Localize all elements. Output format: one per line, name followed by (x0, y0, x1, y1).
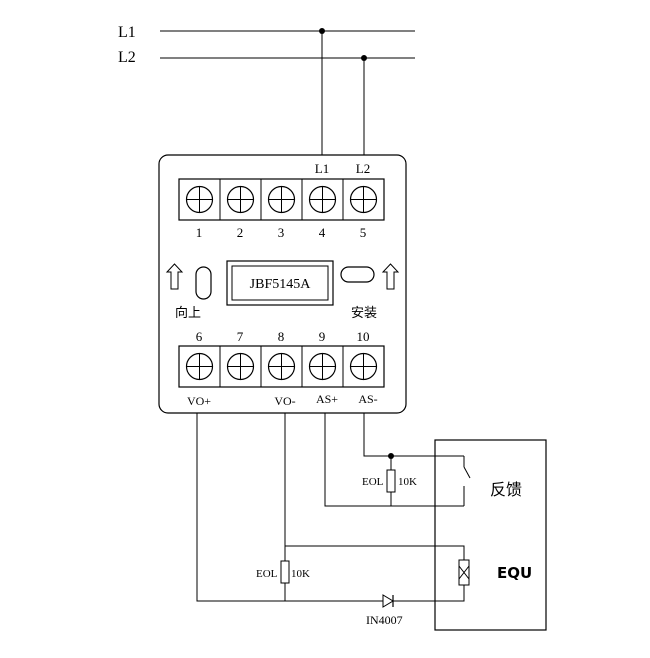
bottom-terminal-frame (178, 345, 385, 388)
install-label: 安装 (351, 306, 377, 321)
up-arrow-icon-left (165, 263, 184, 290)
vertical-mounting-slot (195, 266, 212, 300)
terminal-screw-1 (185, 185, 214, 214)
terminal-label-l2: L2 (356, 161, 370, 176)
terminal-label-l1: L1 (315, 161, 329, 176)
terminal-screw-10 (349, 352, 378, 381)
up-arrow-icon-right (381, 263, 400, 290)
output-eol-value: 10K (291, 568, 310, 580)
up-label: 向上 (175, 305, 201, 321)
terminal-number-10: 10 (357, 329, 370, 344)
terminal-number-5: 5 (360, 225, 367, 240)
diode-label: IN4007 (366, 613, 403, 627)
diode-icon (382, 594, 394, 608)
junction-dot-feedback (388, 453, 394, 459)
equipment-load-icon (458, 559, 470, 586)
terminal-screw-4 (308, 185, 337, 214)
terminal-screw-3 (267, 185, 296, 214)
equipment-label: EQU (497, 564, 532, 582)
wire-diode-to-load (393, 585, 465, 602)
terminal-screw-2 (226, 185, 255, 214)
terminal-number-7: 7 (237, 329, 244, 344)
wire-vo-plus (196, 413, 383, 602)
terminal-number-8: 8 (278, 329, 285, 344)
feedback-eol-label: EOL (362, 476, 384, 488)
bus-label-l1: L1 (118, 24, 136, 41)
power-bus: L1 L2 (118, 24, 415, 155)
terminal-number-6: 6 (196, 329, 203, 344)
output-eol-label: EOL (256, 568, 278, 580)
top-terminal-block (178, 178, 385, 221)
output-eol-resistor (280, 560, 290, 584)
feedback-eol-value: 10K (398, 476, 417, 488)
feedback-eol-resistor (386, 469, 396, 493)
terminal-label-vo-minus: VO- (274, 394, 295, 408)
terminal-screw-8 (267, 352, 296, 381)
bus-label-l2: L2 (118, 49, 136, 66)
terminal-label-vo-plus: VO+ (187, 394, 211, 408)
feedback-switch-blade (463, 466, 471, 479)
terminal-label-as-plus: AS+ (316, 392, 338, 406)
terminal-screw-5 (349, 185, 378, 214)
field-wiring (196, 413, 471, 602)
model-label: JBF5145A (250, 277, 312, 292)
terminal-screw-9 (308, 352, 337, 381)
terminal-number-2: 2 (237, 225, 244, 240)
terminal-number-3: 3 (278, 225, 285, 240)
feedback-label: 反馈 (490, 480, 522, 499)
equipment-box (434, 439, 547, 631)
terminal-number-1: 1 (196, 225, 203, 240)
horizontal-mounting-slot (340, 266, 375, 283)
terminal-screw-6 (185, 352, 214, 381)
terminal-number-9: 9 (319, 329, 326, 344)
wire-as-plus (324, 413, 464, 507)
bottom-terminal-block (178, 345, 385, 388)
terminal-number-4: 4 (319, 225, 326, 240)
wire-as-minus (363, 413, 464, 457)
model-plate-inner (231, 265, 329, 301)
terminal-screw-7 (226, 352, 255, 381)
module: L1 L2 1 2 3 4 5 JBF5145A 向上 安装 (158, 154, 407, 414)
terminal-label-as-minus: AS- (358, 392, 377, 406)
wire-vo-minus (284, 413, 465, 560)
